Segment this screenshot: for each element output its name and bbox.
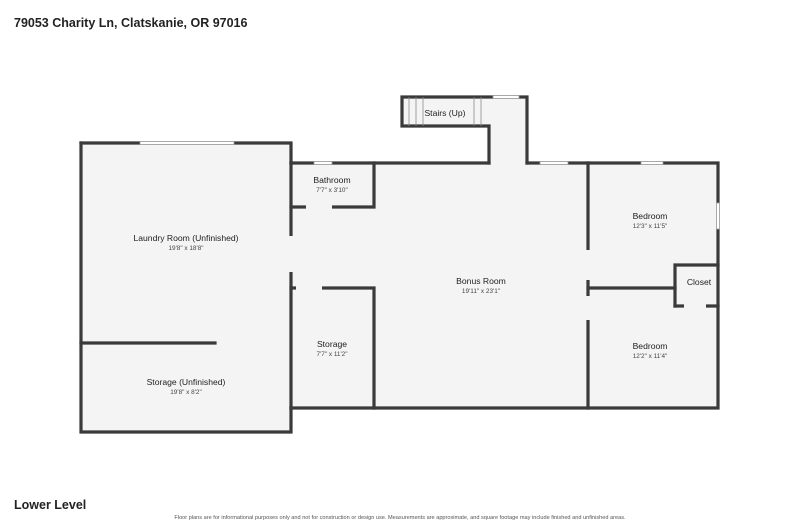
property-address: 79053 Charity Ln, Clatskanie, OR 97016 — [14, 16, 248, 30]
storage-unfinished-dims: 19'8" x 8'2" — [170, 389, 202, 396]
walls — [79, 95, 720, 434]
bedroom1-label: Bedroom — [633, 211, 668, 221]
bonus-label: Bonus Room — [456, 276, 506, 286]
opening-bedroom2 — [586, 296, 590, 320]
wall-main-outer — [289, 161, 720, 410]
wall-closet — [673, 263, 720, 308]
floor-stair-landing — [489, 97, 527, 163]
window-bedroom1-side — [716, 202, 720, 230]
opening-laundry — [289, 236, 293, 272]
stairs-label: Stairs (Up) — [424, 108, 465, 118]
wall-laundry-outer — [79, 141, 293, 434]
level-label: Lower Level — [14, 498, 87, 512]
wall-stairs — [400, 95, 529, 165]
floor-bonus — [291, 163, 588, 408]
laundry-label: Laundry Room (Unfinished) — [133, 233, 238, 243]
window-bedroom1-top — [640, 161, 664, 165]
window-laundry — [139, 141, 235, 145]
closet-label: Closet — [687, 277, 712, 287]
bonus-dims: 19'11" x 23'1" — [462, 288, 500, 295]
floor-stairs — [402, 97, 489, 126]
opening-bedroom1 — [586, 250, 590, 280]
floor-bedrooms — [588, 163, 718, 408]
opening-closet — [684, 304, 706, 308]
storage-label: Storage — [317, 339, 347, 349]
door-openings — [289, 161, 706, 320]
laundry-dims: 19'8" x 18'8" — [168, 245, 203, 252]
floor-laundry-storage — [81, 143, 291, 432]
opening-landing — [491, 161, 525, 165]
opening-bathroom — [306, 205, 332, 209]
window-bathroom — [313, 161, 333, 165]
storage-dims: 7'7" x 11'2" — [316, 351, 347, 358]
storage-unfinished-label: Storage (Unfinished) — [147, 377, 226, 387]
disclaimer: Floor plans are for informational purpos… — [174, 515, 626, 521]
stair-treads — [408, 97, 482, 126]
bedroom2-label: Bedroom — [633, 341, 668, 351]
window-bonus — [539, 161, 569, 165]
window-stairs — [492, 95, 520, 99]
windows — [139, 95, 720, 230]
opening-storage — [296, 286, 322, 290]
floor-fills — [81, 97, 718, 432]
bathroom-dims: 7'7" x 3'10" — [316, 187, 348, 194]
bathroom-label: Bathroom — [313, 175, 350, 185]
bedroom2-dims: 12'2" x 11'4" — [633, 353, 668, 360]
bedroom1-dims: 12'3" x 11'5" — [633, 223, 668, 230]
